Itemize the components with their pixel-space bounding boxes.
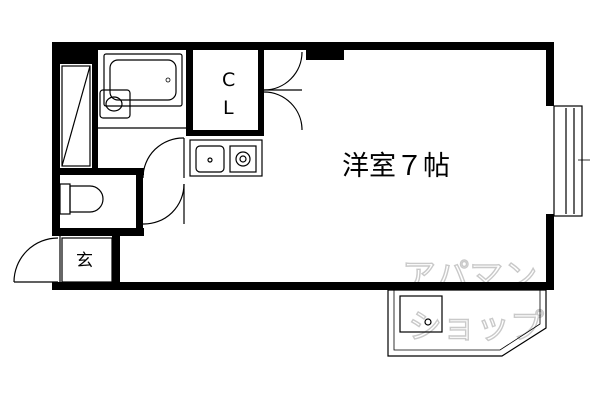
bathtub xyxy=(103,53,183,107)
bay-window xyxy=(553,105,590,217)
kitchen xyxy=(189,139,263,177)
toilet-door-swing xyxy=(142,183,185,225)
stove xyxy=(229,145,257,173)
room-label: 洋室７帖 xyxy=(342,151,450,182)
entry-door-swing xyxy=(13,237,59,283)
storage-cabinet xyxy=(61,65,91,167)
balcony xyxy=(387,289,547,357)
interior-walls xyxy=(52,42,344,236)
watermark-line1: アパマン xyxy=(402,257,537,297)
closet-label-l: L xyxy=(223,97,234,119)
kitchen-sink xyxy=(195,145,225,173)
closet-door-swing-lower xyxy=(263,91,303,131)
closet: C L xyxy=(222,51,303,131)
watermark-line2: ショップ xyxy=(408,307,544,347)
toilet xyxy=(59,183,104,215)
entrance: 玄 xyxy=(13,236,113,284)
entrance-label: 玄 xyxy=(76,251,93,271)
washing-machine-space xyxy=(399,295,443,333)
bath-sink xyxy=(99,89,131,119)
watermark: アパマン ショップ xyxy=(401,256,544,347)
closet-label-c: C xyxy=(222,69,235,91)
closet-door-swing-upper xyxy=(263,51,303,91)
stove-burner-icon xyxy=(235,151,251,167)
bath-door-swing xyxy=(142,137,185,179)
outer-walls xyxy=(52,42,554,290)
